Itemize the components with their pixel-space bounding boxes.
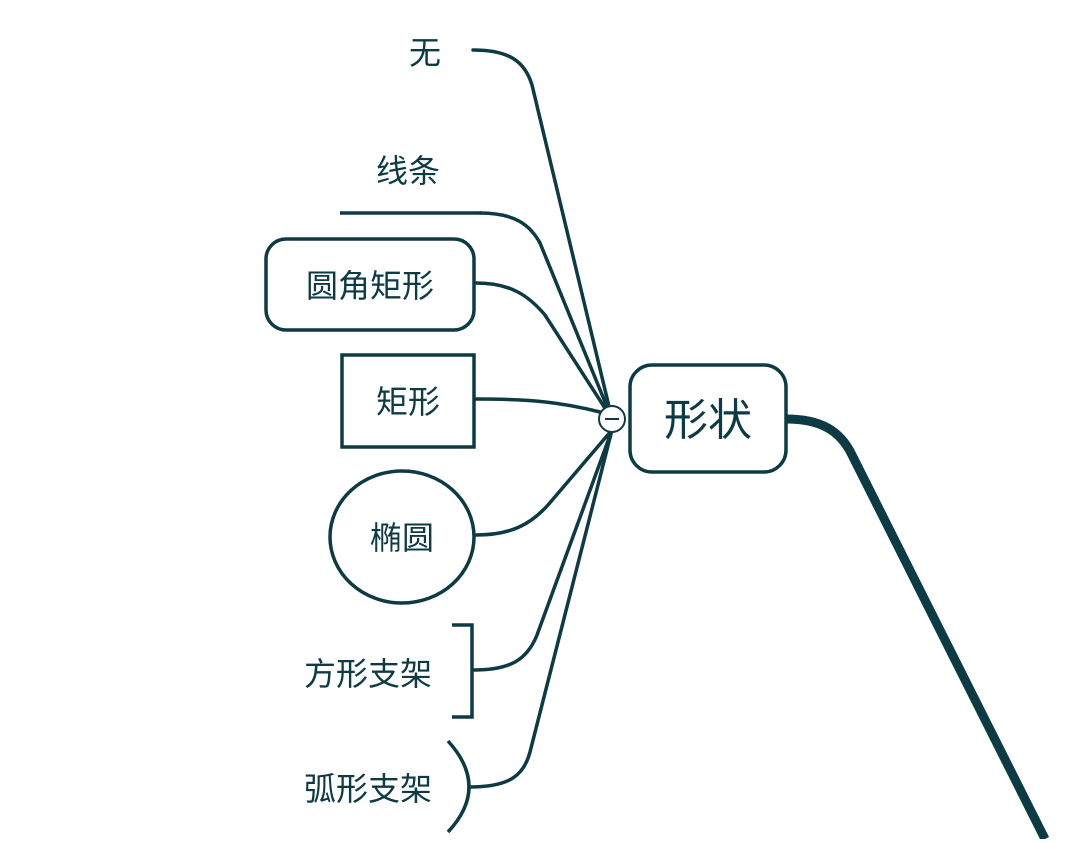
rect-shape	[340, 353, 476, 449]
connector-arc-bracket	[468, 428, 614, 789]
child-line[interactable]: 线条	[340, 152, 482, 215]
central-topic-label: 形状	[664, 395, 752, 446]
child-ellipse[interactable]: 椭圆	[328, 469, 476, 605]
collapse-button[interactable]	[598, 405, 626, 433]
child-rounded-rectangle[interactable]: 圆角矩形	[264, 237, 476, 332]
square-bracket-shape	[452, 623, 474, 719]
connectors	[468, 48, 614, 789]
rounded-rect-shape	[264, 237, 476, 332]
node-label: 方形支架	[304, 655, 432, 693]
child-square-bracket[interactable]: 方形支架	[304, 623, 474, 719]
connector-line	[478, 211, 614, 421]
connector-square-bracket	[472, 428, 614, 672]
node-label: 无	[409, 34, 441, 72]
connector-none	[471, 48, 614, 421]
connector-main	[785, 414, 1050, 842]
ellipse-shape	[328, 469, 476, 605]
child-rectangle[interactable]: 矩形	[340, 353, 476, 449]
node-label: 弧形支架	[304, 770, 432, 808]
node-label: 线条	[376, 152, 440, 190]
central-topic[interactable]: 形状	[628, 363, 788, 474]
node-label: 椭圆	[370, 519, 434, 557]
connector-rect	[474, 397, 602, 414]
connector-ellipse	[474, 428, 614, 537]
connector-rounded-rect	[474, 281, 614, 421]
central-topic-shape	[628, 363, 788, 474]
node-label: 矩形	[376, 383, 440, 421]
arc-bracket-shape	[446, 739, 471, 834]
child-none[interactable]: 无	[409, 34, 441, 72]
child-arc-bracket[interactable]: 弧形支架	[304, 739, 471, 834]
node-label: 圆角矩形	[306, 267, 434, 305]
